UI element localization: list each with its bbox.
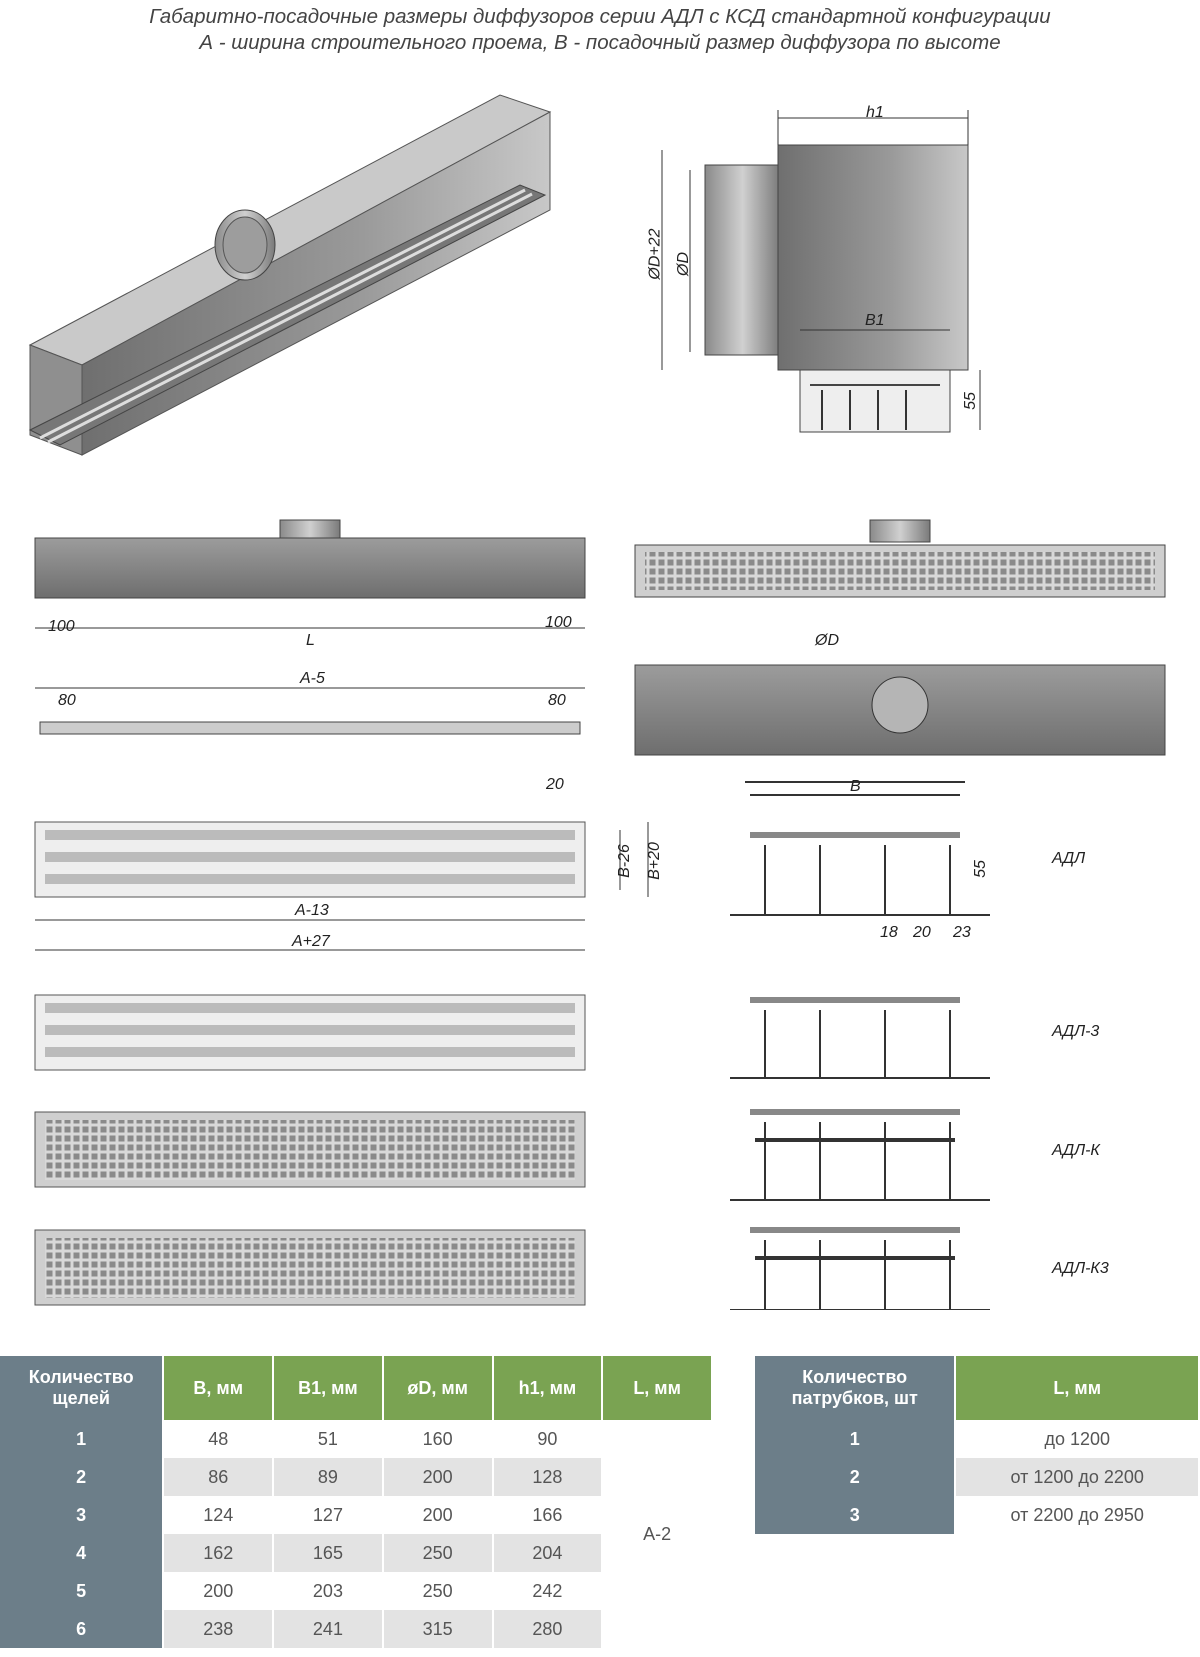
dim-20: 20 (546, 776, 564, 793)
dim-a27: A+27 (292, 933, 330, 950)
table-row: 1 48 51 160 90 A-2 (0, 1420, 713, 1648)
th-od: øD, мм (382, 1356, 494, 1420)
th-l2: L, мм (955, 1356, 1200, 1420)
dim-a5: A-5 (300, 670, 325, 687)
dim-a13: A-13 (295, 902, 329, 919)
dim-od: ØD (675, 252, 692, 276)
dim-od-top: ØD (815, 632, 839, 649)
technical-drawings (28, 94, 1166, 1310)
dim-B: B (850, 778, 861, 795)
th-slots: Количество щелей (0, 1356, 165, 1420)
isometric-diffuser (28, 94, 552, 456)
table-row: 3 от 2200 до 2950 (755, 1496, 1200, 1534)
profile-label-adl: АДЛ (1052, 850, 1086, 867)
dim-23: 23 (953, 924, 971, 941)
dim-18: 18 (880, 924, 898, 941)
table-row: 5 200 203 250 242 (0, 1572, 712, 1610)
th-nozzles: Количество патрубков, шт (755, 1356, 957, 1420)
header-line-1: Габаритно-посадочные размеры диффузоров … (149, 5, 1051, 28)
dim-55-top: 55 (961, 392, 979, 410)
side-section-view (661, 110, 981, 433)
nozzles-table: Количество патрубков, шт L, мм 1 до 1200… (755, 1356, 1200, 1534)
dim-80-right: 80 (548, 692, 566, 709)
dim-100-left: 100 (48, 618, 75, 635)
dim-80-left: 80 (58, 692, 76, 709)
table-row: 2 86 89 200 128 (0, 1458, 712, 1496)
front-elevation-left (34, 519, 586, 735)
table-row: 3 124 127 200 166 (0, 1496, 712, 1534)
dim-b20: B+20 (645, 842, 663, 880)
table-row: 2 от 1200 до 2200 (755, 1458, 1200, 1496)
table-row: 6 238 241 315 280 (0, 1610, 712, 1648)
th-h1: h1, мм (492, 1356, 604, 1420)
dim-b26: B-26 (615, 844, 633, 878)
th-b: B, мм (163, 1356, 275, 1420)
th-b1: B1, мм (273, 1356, 384, 1420)
dim-od22: ØD+22 (646, 228, 664, 280)
dim-L: L (306, 632, 315, 649)
dim-h1: h1 (866, 104, 884, 121)
slots-table: Количество щелей B, мм B1, мм øD, мм h1,… (0, 1356, 713, 1648)
dim-b1: B1 (865, 312, 885, 329)
front-elevation-right (634, 519, 1166, 756)
dim-20b: 20 (913, 924, 931, 941)
table-row: 1 до 1200 (755, 1420, 1200, 1458)
l-value: A-2 (602, 1420, 713, 1648)
profile-label-adlk: АДЛ-К (1052, 1142, 1100, 1159)
dim-100-right: 100 (545, 614, 572, 631)
table-row: 4 162 165 250 204 (0, 1534, 712, 1572)
profile-sections (730, 781, 990, 1310)
th-l: L, мм (602, 1356, 713, 1420)
grille-faces (34, 821, 649, 1306)
page-header: Габаритно-посадочные размеры диффузоров … (0, 4, 1200, 56)
dim-55-profile: 55 (971, 860, 989, 878)
profile-label-adlk3: АДЛ-К3 (1052, 1260, 1109, 1277)
profile-label-adl3: АДЛ-3 (1052, 1023, 1100, 1040)
header-line-2: А - ширина строительного проема, В - пос… (199, 31, 1001, 54)
